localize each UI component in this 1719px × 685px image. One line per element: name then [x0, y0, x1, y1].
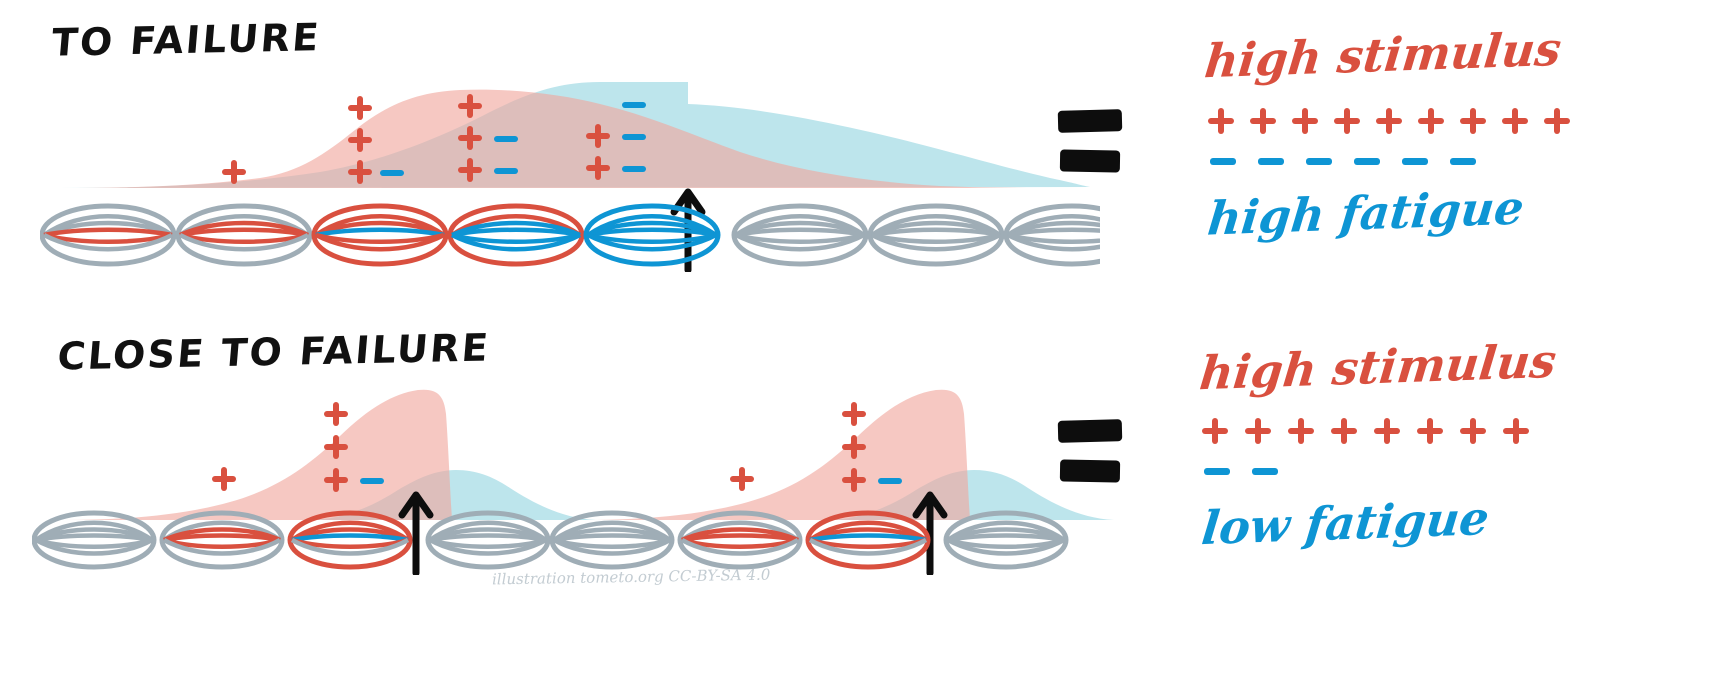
- plus-icon: [348, 128, 372, 152]
- minus-icon: [1450, 158, 1476, 165]
- plus-icon: [212, 467, 236, 491]
- panel-title-to-failure: TO FAILURE: [49, 15, 323, 65]
- plus-icon: [324, 435, 348, 459]
- muscle-icon: [805, 510, 931, 570]
- panel-close-to-failure: CLOSE TO FAILURE: [0, 320, 1719, 685]
- plus-icon: [458, 94, 482, 118]
- plus-icon: [1544, 108, 1570, 134]
- legend-fatigue-label-1: high fatigue: [1205, 180, 1527, 246]
- muscle-icon: [32, 510, 157, 570]
- muscle-icon: [159, 510, 285, 570]
- plus-icon: [1503, 418, 1529, 444]
- plus-icon: [1331, 418, 1357, 444]
- chart-to-failure: [60, 82, 1090, 188]
- muscle-icon: [677, 510, 803, 570]
- muscle-icon: [549, 510, 675, 570]
- muscle-icon: [311, 203, 449, 267]
- muscle-icon: [583, 203, 721, 267]
- muscle-icon: [447, 203, 585, 267]
- minus-icon: [380, 170, 404, 176]
- legend-plus-row-2: [1202, 418, 1529, 444]
- muscle-icon: [943, 510, 1069, 570]
- stimulus-area-set-2: [582, 389, 970, 520]
- plus-icon: [586, 124, 610, 148]
- muscle-row-to-failure: [40, 203, 1100, 267]
- chart-close-to-failure: [64, 389, 1114, 520]
- plus-icon: [1460, 108, 1486, 134]
- muscle-icon: [40, 203, 177, 267]
- plus-icon: [348, 96, 372, 120]
- legend-stimulus-label-2: high stimulus: [1197, 333, 1559, 401]
- muscle-icon: [867, 203, 1005, 267]
- minus-icon: [1204, 468, 1230, 475]
- plus-icon: [1202, 418, 1228, 444]
- plus-icon: [1418, 108, 1444, 134]
- legend-minus-row-1: [1210, 158, 1476, 165]
- plus-icon: [1417, 418, 1443, 444]
- plus-icon: [1292, 108, 1318, 134]
- legend-plus-row-1: [1208, 108, 1570, 134]
- minus-icon: [1402, 158, 1428, 165]
- plus-icon: [1208, 108, 1234, 134]
- plus-icon: [1460, 418, 1486, 444]
- plus-icon: [1288, 418, 1314, 444]
- plus-icon: [348, 160, 372, 184]
- plus-icon: [586, 156, 610, 180]
- muscle-icon: [287, 510, 413, 570]
- plus-icon: [458, 126, 482, 150]
- legend-stimulus-label-1: high stimulus: [1202, 21, 1564, 89]
- plus-icon: [842, 435, 866, 459]
- stimulus-area-curve: [60, 89, 1060, 188]
- plus-icon: [1250, 108, 1276, 134]
- plus-icon: [324, 468, 348, 492]
- minus-icon: [1210, 158, 1236, 165]
- plus-icon: [324, 402, 348, 426]
- minus-icon: [1252, 468, 1278, 475]
- legend-to-failure: high stimulus high fatigue: [1050, 16, 1710, 246]
- muscle-icon: [425, 510, 551, 570]
- legend-fatigue-label-2: low fatigue: [1199, 490, 1492, 556]
- plus-icon: [1374, 418, 1400, 444]
- plus-icon: [730, 467, 754, 491]
- plus-icon: [842, 402, 866, 426]
- legend-close-to-failure: high stimulus low fatigue: [1050, 320, 1710, 570]
- plus-icon: [222, 160, 246, 184]
- minus-icon: [878, 478, 902, 484]
- plus-icon: [1376, 108, 1402, 134]
- plus-icon: [1245, 418, 1271, 444]
- minus-icon: [622, 166, 646, 172]
- set-end-arrow-icon: [398, 491, 434, 575]
- attribution-text: illustration tometo.org CC-BY-SA 4.0: [491, 565, 771, 589]
- plus-icon: [842, 468, 866, 492]
- muscle-row-close-to-failure: [32, 510, 1069, 570]
- minus-icon: [622, 102, 646, 108]
- plus-icon: [1502, 108, 1528, 134]
- stimulus-area-set-1: [64, 389, 452, 520]
- minus-icon: [494, 168, 518, 174]
- minus-icon: [1258, 158, 1284, 165]
- panel-to-failure: TO FAILURE: [0, 0, 1719, 300]
- minus-icon: [494, 136, 518, 142]
- minus-icon: [1306, 158, 1332, 165]
- muscle-icon: [731, 203, 869, 267]
- minus-icon: [1354, 158, 1380, 165]
- muscle-icon: [175, 203, 313, 267]
- minus-icon: [622, 134, 646, 140]
- plus-icon: [1334, 108, 1360, 134]
- muscle-icon: [1003, 203, 1100, 267]
- plus-icon: [458, 158, 482, 182]
- minus-icon: [360, 478, 384, 484]
- legend-minus-row-2: [1204, 468, 1278, 475]
